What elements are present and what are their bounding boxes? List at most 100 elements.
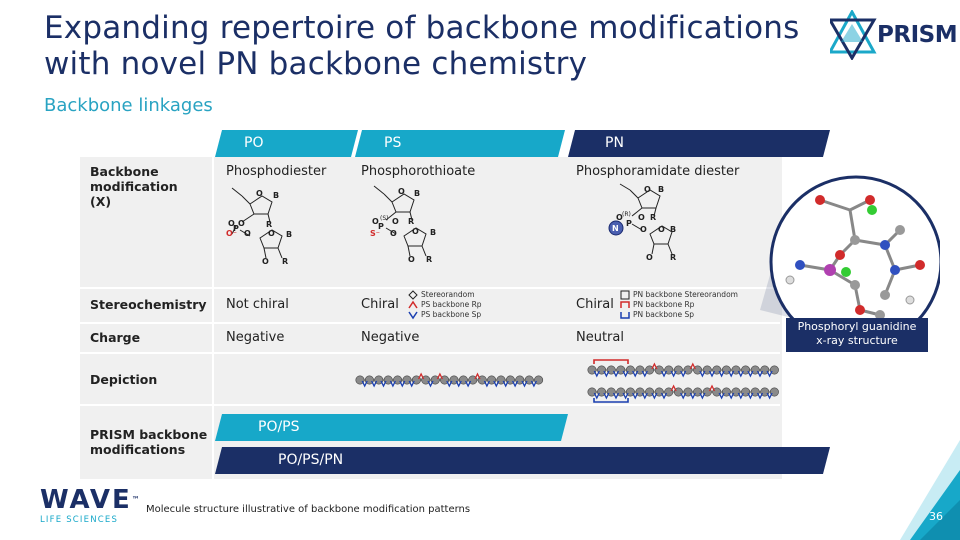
svg-text:O: O: [262, 257, 269, 266]
nucleotide-bead: [731, 365, 741, 375]
backbone-sp-mark: [493, 380, 500, 388]
po-name: Phosphodiester: [226, 164, 327, 179]
backbone-rp-mark: [689, 362, 696, 370]
svg-text:R: R: [426, 255, 432, 264]
nucleotide-bead: [587, 387, 597, 397]
nucleotide-bead: [702, 387, 712, 397]
backbone-rp-mark: [474, 372, 481, 380]
nucleotide-bead: [750, 365, 760, 375]
svg-text:O: O: [412, 227, 419, 236]
diamond-icon: [408, 290, 418, 300]
ps-charge: Negative: [361, 330, 420, 345]
backbone-sp-mark: [670, 370, 677, 378]
svg-text:R: R: [282, 257, 288, 266]
backbone-sp-mark: [446, 380, 453, 388]
backbone-sp-mark: [747, 370, 754, 378]
po-stereo: Not chiral: [226, 297, 289, 312]
svg-text:P: P: [626, 219, 632, 228]
backbone-sp-mark: [718, 370, 725, 378]
backbone-sp-mark: [465, 380, 472, 388]
nucleotide-bead: [712, 365, 722, 375]
square-icon: [620, 290, 630, 300]
wave-logo: WAVE™ LIFE SCIENCES: [40, 485, 142, 525]
svg-text:O: O: [244, 229, 251, 238]
backbone-sp-mark: [747, 392, 754, 400]
pn-sp-bracket: [593, 398, 629, 403]
backbone-rp-mark: [670, 384, 677, 392]
title-line-1: Expanding repertoire of backbone modific…: [44, 10, 800, 46]
svg-text:P: P: [233, 224, 239, 233]
svg-text:O: O: [616, 213, 623, 222]
backbone-sp-mark: [427, 380, 434, 388]
pn-molecule-structure: B O R O O P N O B O O R (R): [608, 183, 676, 262]
backbone-sp-mark: [699, 370, 706, 378]
row-label-charge: Charge: [90, 330, 141, 345]
svg-text:(S): (S): [380, 215, 389, 222]
svg-text:O: O: [658, 225, 665, 234]
pn-legend: PN backbone Stereorandom PN backbone Rp …: [620, 290, 738, 320]
nucleotide-bead: [645, 387, 655, 397]
bracket-up-icon: [620, 301, 630, 308]
svg-text:R: R: [266, 220, 272, 229]
backbone-sp-mark: [603, 370, 610, 378]
backbone-sp-mark: [651, 392, 658, 400]
nucleotide-bead: [635, 365, 645, 375]
backbone-sp-mark: [728, 392, 735, 400]
backbone-sp-mark: [660, 370, 668, 378]
backbone-sp-mark: [593, 370, 600, 378]
po-charge: Negative: [226, 330, 285, 345]
pn-name: Phosphoramidate diester: [576, 164, 740, 179]
backbone-rp-mark: [436, 372, 443, 380]
backbone-sp-mark: [512, 380, 519, 388]
backbone-sp-mark: [641, 370, 648, 378]
backbone-sp-mark: [399, 380, 406, 388]
nucleotide-bead: [673, 365, 683, 375]
backbone-sp-mark: [766, 370, 773, 378]
slide-title: Expanding repertoire of backbone modific…: [44, 10, 824, 82]
backbone-sp-mark: [408, 380, 415, 388]
nucleotide-bead: [587, 365, 597, 375]
backbone-sp-mark: [455, 380, 462, 388]
backbone-sp-mark: [380, 380, 387, 388]
nucleotide-bead: [712, 387, 722, 397]
row-label-stereochemistry: Stereochemistry: [90, 297, 207, 312]
nucleotide-bead: [741, 387, 751, 397]
backbone-sp-mark: [622, 392, 629, 400]
subtitle: Backbone linkages: [44, 95, 213, 116]
svg-text:O: O: [408, 255, 415, 264]
xray-caption: Phosphoryl guanidine x-ray structure: [786, 318, 928, 352]
page-number: 36: [929, 510, 943, 523]
nucleotide-bead: [693, 365, 703, 375]
caret-up-icon: [408, 300, 418, 309]
svg-text:O: O: [644, 185, 651, 194]
svg-text:R: R: [408, 217, 414, 226]
svg-text:O: O: [398, 187, 405, 196]
backbone-sp-mark: [756, 370, 764, 378]
svg-text:R: R: [650, 213, 656, 222]
backbone-sp-mark: [680, 370, 687, 378]
backbone-sp-mark: [530, 380, 537, 388]
svg-text:(R): (R): [622, 211, 631, 218]
nucleotide-bead: [625, 387, 635, 397]
nucleotide-bead: [750, 387, 760, 397]
svg-text:B: B: [286, 230, 292, 239]
nucleotide-bead: [769, 387, 779, 397]
prism-logo-text: PRISM: [877, 22, 958, 48]
backbone-sp-mark: [612, 392, 620, 400]
ps-stereo: Chiral: [361, 297, 399, 312]
ps-legend: Stereorandom PS backbone Rp PS backbone …: [408, 290, 482, 320]
svg-text:O: O: [392, 217, 399, 226]
ps-molecule-structure: B O R O O P S⁻ O B O O R (S): [370, 185, 436, 264]
svg-text:P: P: [378, 222, 384, 231]
nucleotide-bead: [760, 365, 770, 375]
backbone-sp-mark: [371, 380, 378, 388]
bar-po-ps: PO/PS: [258, 419, 300, 435]
nucleotide-bead: [616, 387, 626, 397]
backbone-sp-mark: [622, 370, 629, 378]
backbone-sp-mark: [603, 392, 610, 400]
svg-text:B: B: [414, 189, 420, 198]
backbone-sp-mark: [756, 392, 764, 400]
nucleotide-bead: [683, 387, 693, 397]
backbone-rp-mark: [651, 362, 658, 370]
